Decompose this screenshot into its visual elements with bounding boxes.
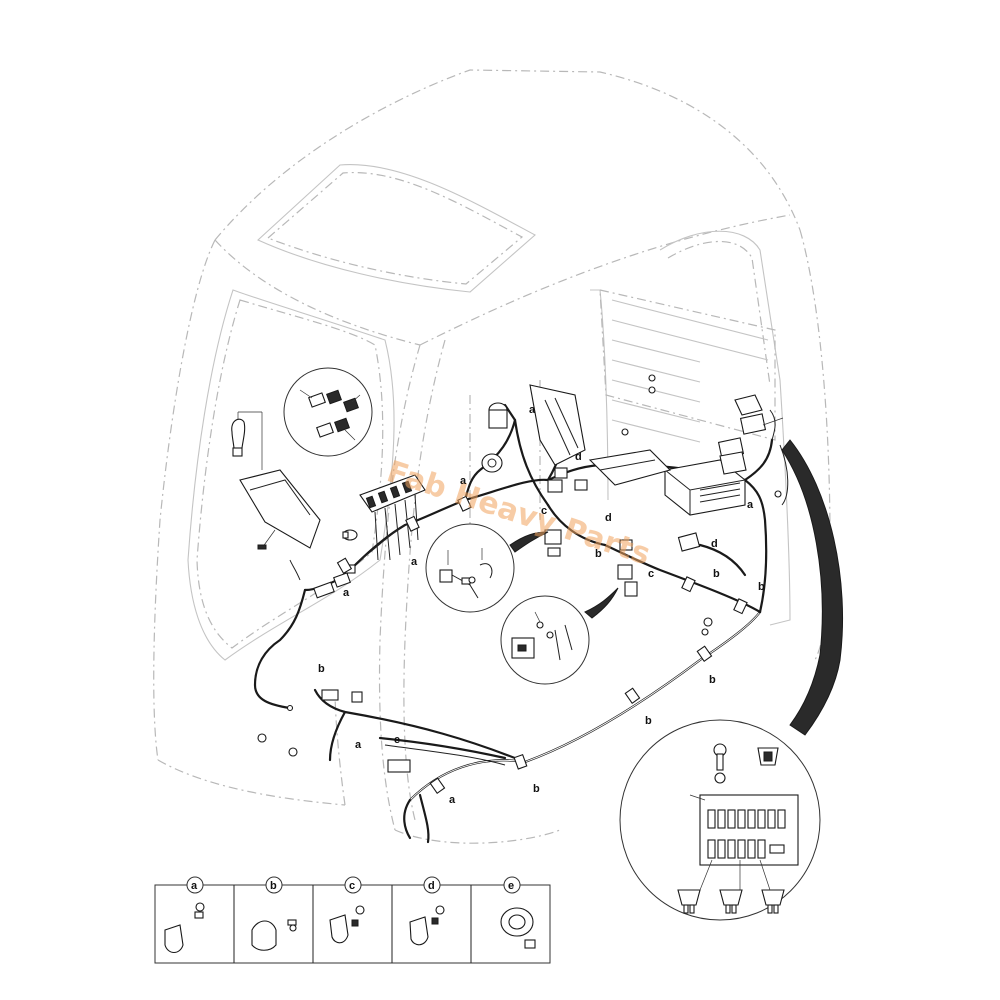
legend-letter-b: b [270,880,277,892]
legend-letter-d: d [428,880,435,892]
clip-label-b: b [709,674,716,686]
legend-letter-c: c [349,880,355,892]
relay-pair [717,394,784,475]
clip-label-a: a [747,499,754,511]
clip-label-e: e [394,734,400,746]
legend-cell-a: a [164,876,205,954]
buzzer-icon [481,453,503,473]
clip-type-legend: a b c d e [154,876,551,964]
detail-bubble-relay [500,595,590,685]
detail-bubble-switches [283,367,373,457]
legend-letter-e: e [508,880,514,892]
legend-cell-d: d [409,876,445,946]
clip-label-a: a [343,587,350,599]
clip-label-b: b [318,663,325,675]
clip-callouts: a a a a a a b b b b b b b c c d d d e a [318,404,765,806]
clip-label-a: a [449,794,456,806]
components [231,374,784,794]
legend-cell-c: c [329,876,365,944]
bolt-icon [713,743,727,784]
bulb-icon [342,529,358,541]
clip-label-a: a [460,475,467,487]
clip-label-a: a [355,739,362,751]
clip-label-a: a [529,404,536,416]
loose-bolts [257,374,782,757]
legend-cell-e: e [500,876,536,949]
cab-lamp-housing [239,469,321,550]
clip-label-b: b [595,548,602,560]
fuse-puller-icon [757,747,779,766]
clip-label-b: b [645,715,652,727]
fuse-row-bottom [707,839,785,859]
clip-label-b: b [713,568,720,580]
cab-outline [153,69,831,844]
detail-bubble-bracket [425,523,515,613]
clip-label-c: c [541,505,547,517]
legend-letter-a: a [191,880,198,892]
legend-cell-b: b [251,876,297,951]
spare-fuse-icons [677,889,785,914]
clip-label-c: c [648,568,654,580]
leader-arrow-fusebox [781,439,844,736]
lamp-bulb-icon [231,411,263,470]
harness-clips [321,495,748,794]
clip-label-d: d [711,538,718,550]
clip-label-d: d [605,512,612,524]
mid-connectors [544,479,701,597]
fuse-box [699,794,799,866]
clip-label-d: d [575,451,582,463]
clip-label-b: b [533,783,540,795]
switch-panel [359,474,426,561]
fuse-row-top [707,809,786,829]
leader-arrow-bracket [509,531,549,553]
leader-arrow-relay [584,587,619,619]
clip-label-b: b [758,581,765,593]
clip-label-a: a [411,556,418,568]
detail-bubble-fusebox [619,719,821,921]
relay-cluster-top [488,384,586,493]
